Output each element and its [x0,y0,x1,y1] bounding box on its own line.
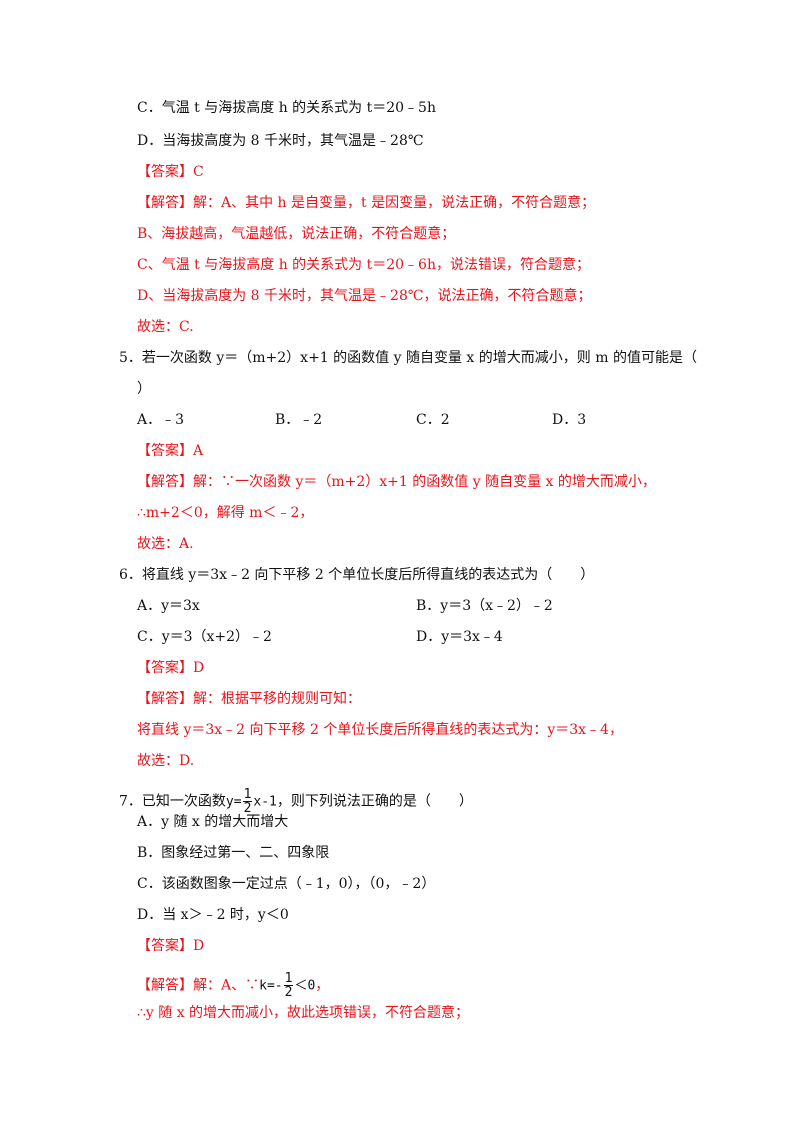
q7-stem-prefix: 7．已知一次函数 [119,793,226,810]
q4-option-c: C．气温 t 与海拔高度 h 的关系式为 t＝20﹣5h [137,100,436,116]
q4-answer: 【答案】C [137,164,204,180]
q7-option-b: B．图象经过第一、二、四象限 [137,845,330,861]
q7-k-numerator: 1 [283,971,294,986]
q5-option-a: A．﹣3 [137,412,185,428]
q4-solution-1: 【解答】解：A、其中 h 是自变量，t 是因变量，说法正确，不符合题意； [137,195,596,211]
q7-eq-denominator: 2 [243,801,252,816]
q6-choose: 故选：D. [137,753,195,769]
q7-k-denominator: 2 [284,985,293,1000]
q5-solution-2: ∴m+2＜0，解得 m＜﹣2， [137,505,314,521]
q7-stem-suffix: ，则下列说法正确的是（ ） [276,793,473,810]
q7-option-c: C．该函数图象一定过点（﹣1，0），（0，﹣2） [137,876,436,892]
q6-solution-2: 将直线 y＝3x﹣2 向下平移 2 个单位长度后所得直线的表达式为：y＝3x﹣4… [137,722,623,738]
q7-solution-suffix: ， [315,977,330,994]
q6-answer: 【答案】D [137,660,205,676]
q7-option-d: D．当 x＞﹣2 时，y＜0 [137,907,289,923]
q7-k-rhs: ＜0 [294,978,316,994]
q6-option-b: B．y＝3（x﹣2）﹣2 [416,598,553,614]
q5-answer: 【答案】A [137,443,204,459]
q6-stem: 6．将直线 y＝3x﹣2 向下平移 2 个单位长度后所得直线的表达式为（ ） [119,567,595,583]
q4-solution-4: D、当海拔高度为 8 千米时，其气温是﹣28℃，说法正确，不符合题意； [137,288,592,304]
q7-answer: 【答案】D [137,938,205,954]
q7-solution-2: ∴y 随 x 的增大而减小，故此选项错误，不符合题意； [137,1005,470,1021]
q7-solution-prefix: 【解答】解：A、∵ [137,977,260,994]
q5-option-c: C．2 [416,412,450,428]
q5-choose: 故选：A. [137,536,194,552]
q7-k-lhs: k=- [259,978,283,994]
q7-option-a: A．y 随 x 的增大而增大 [137,814,289,830]
q6-option-a: A．y＝3x [137,598,200,614]
q4-option-d: D．当海拔高度为 8 千米时，其气温是﹣28℃ [137,133,424,149]
q4-choose: 故选：C. [137,319,194,335]
q6-solution-1: 【解答】解：根据平移的规则可知： [137,691,361,707]
q7-eq-y: y= [225,794,242,810]
q5-option-d: D．3 [552,412,587,428]
q5-solution-1: 【解答】解：∵一次函数 y＝（m+2）x+1 的函数值 y 随自变量 x 的增大… [137,474,656,490]
q5-stem-2: ） [137,381,151,397]
q6-option-c: C．y＝3（x+2）﹣2 [137,629,272,645]
q4-solution-2: B、海拔越高，气温越低，说法正确，不符合题意； [137,226,456,242]
q6-option-d: D．y＝3x﹣4 [416,629,503,645]
q4-solution-3: C、气温 t 与海拔高度 h 的关系式为 t＝20﹣6h，说法错误，符合题意； [137,257,590,273]
q5-stem-1: 5．若一次函数 y＝（m+2）x+1 的函数值 y 随自变量 x 的增大而减小，… [119,350,697,366]
q7-eq-numerator: 1 [242,787,253,802]
q5-option-b: B．﹣2 [275,412,323,428]
q7-eq-tail: x-1 [253,794,277,810]
